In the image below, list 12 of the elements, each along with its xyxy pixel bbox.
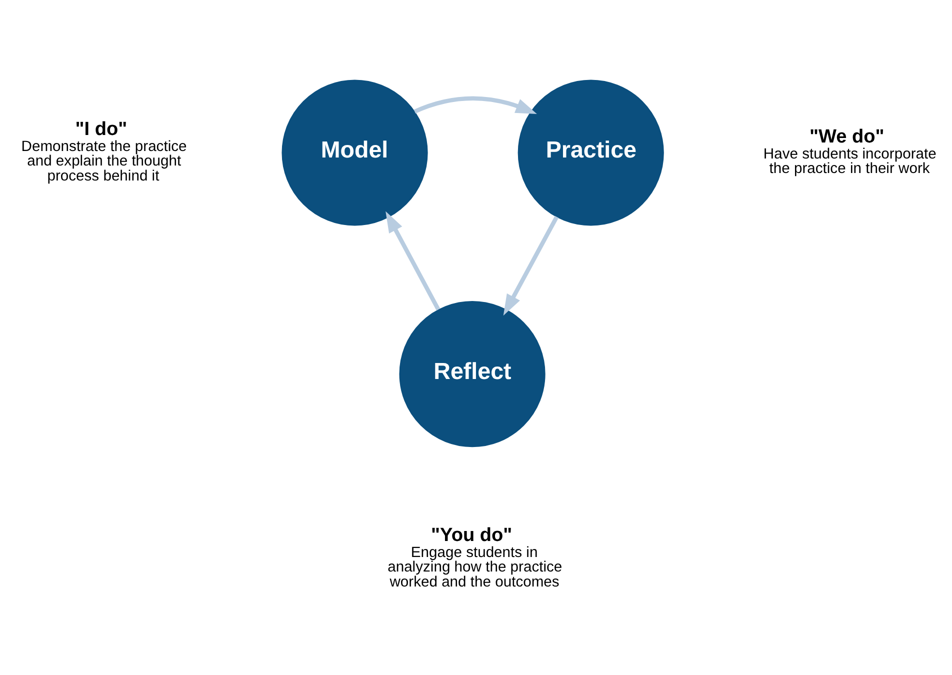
node-label: Engage students in analyzing how the practice worked and the outcomes — [388, 544, 562, 591]
arrow — [414, 96, 537, 114]
node-circle: Practice — [518, 80, 664, 226]
node-circle: Reflect — [399, 300, 546, 448]
node-label: Have students incorporate the practice in their work — [763, 146, 936, 178]
node-label: "I do" — [75, 119, 128, 140]
arrow — [386, 211, 440, 311]
arrow — [503, 216, 559, 316]
node-label: Demonstrate the practice and explain the thought process behind it — [21, 138, 187, 184]
node-label: "You do" — [431, 525, 512, 546]
node-circle: Model — [282, 80, 428, 226]
node-label: "We do" — [809, 126, 884, 148]
